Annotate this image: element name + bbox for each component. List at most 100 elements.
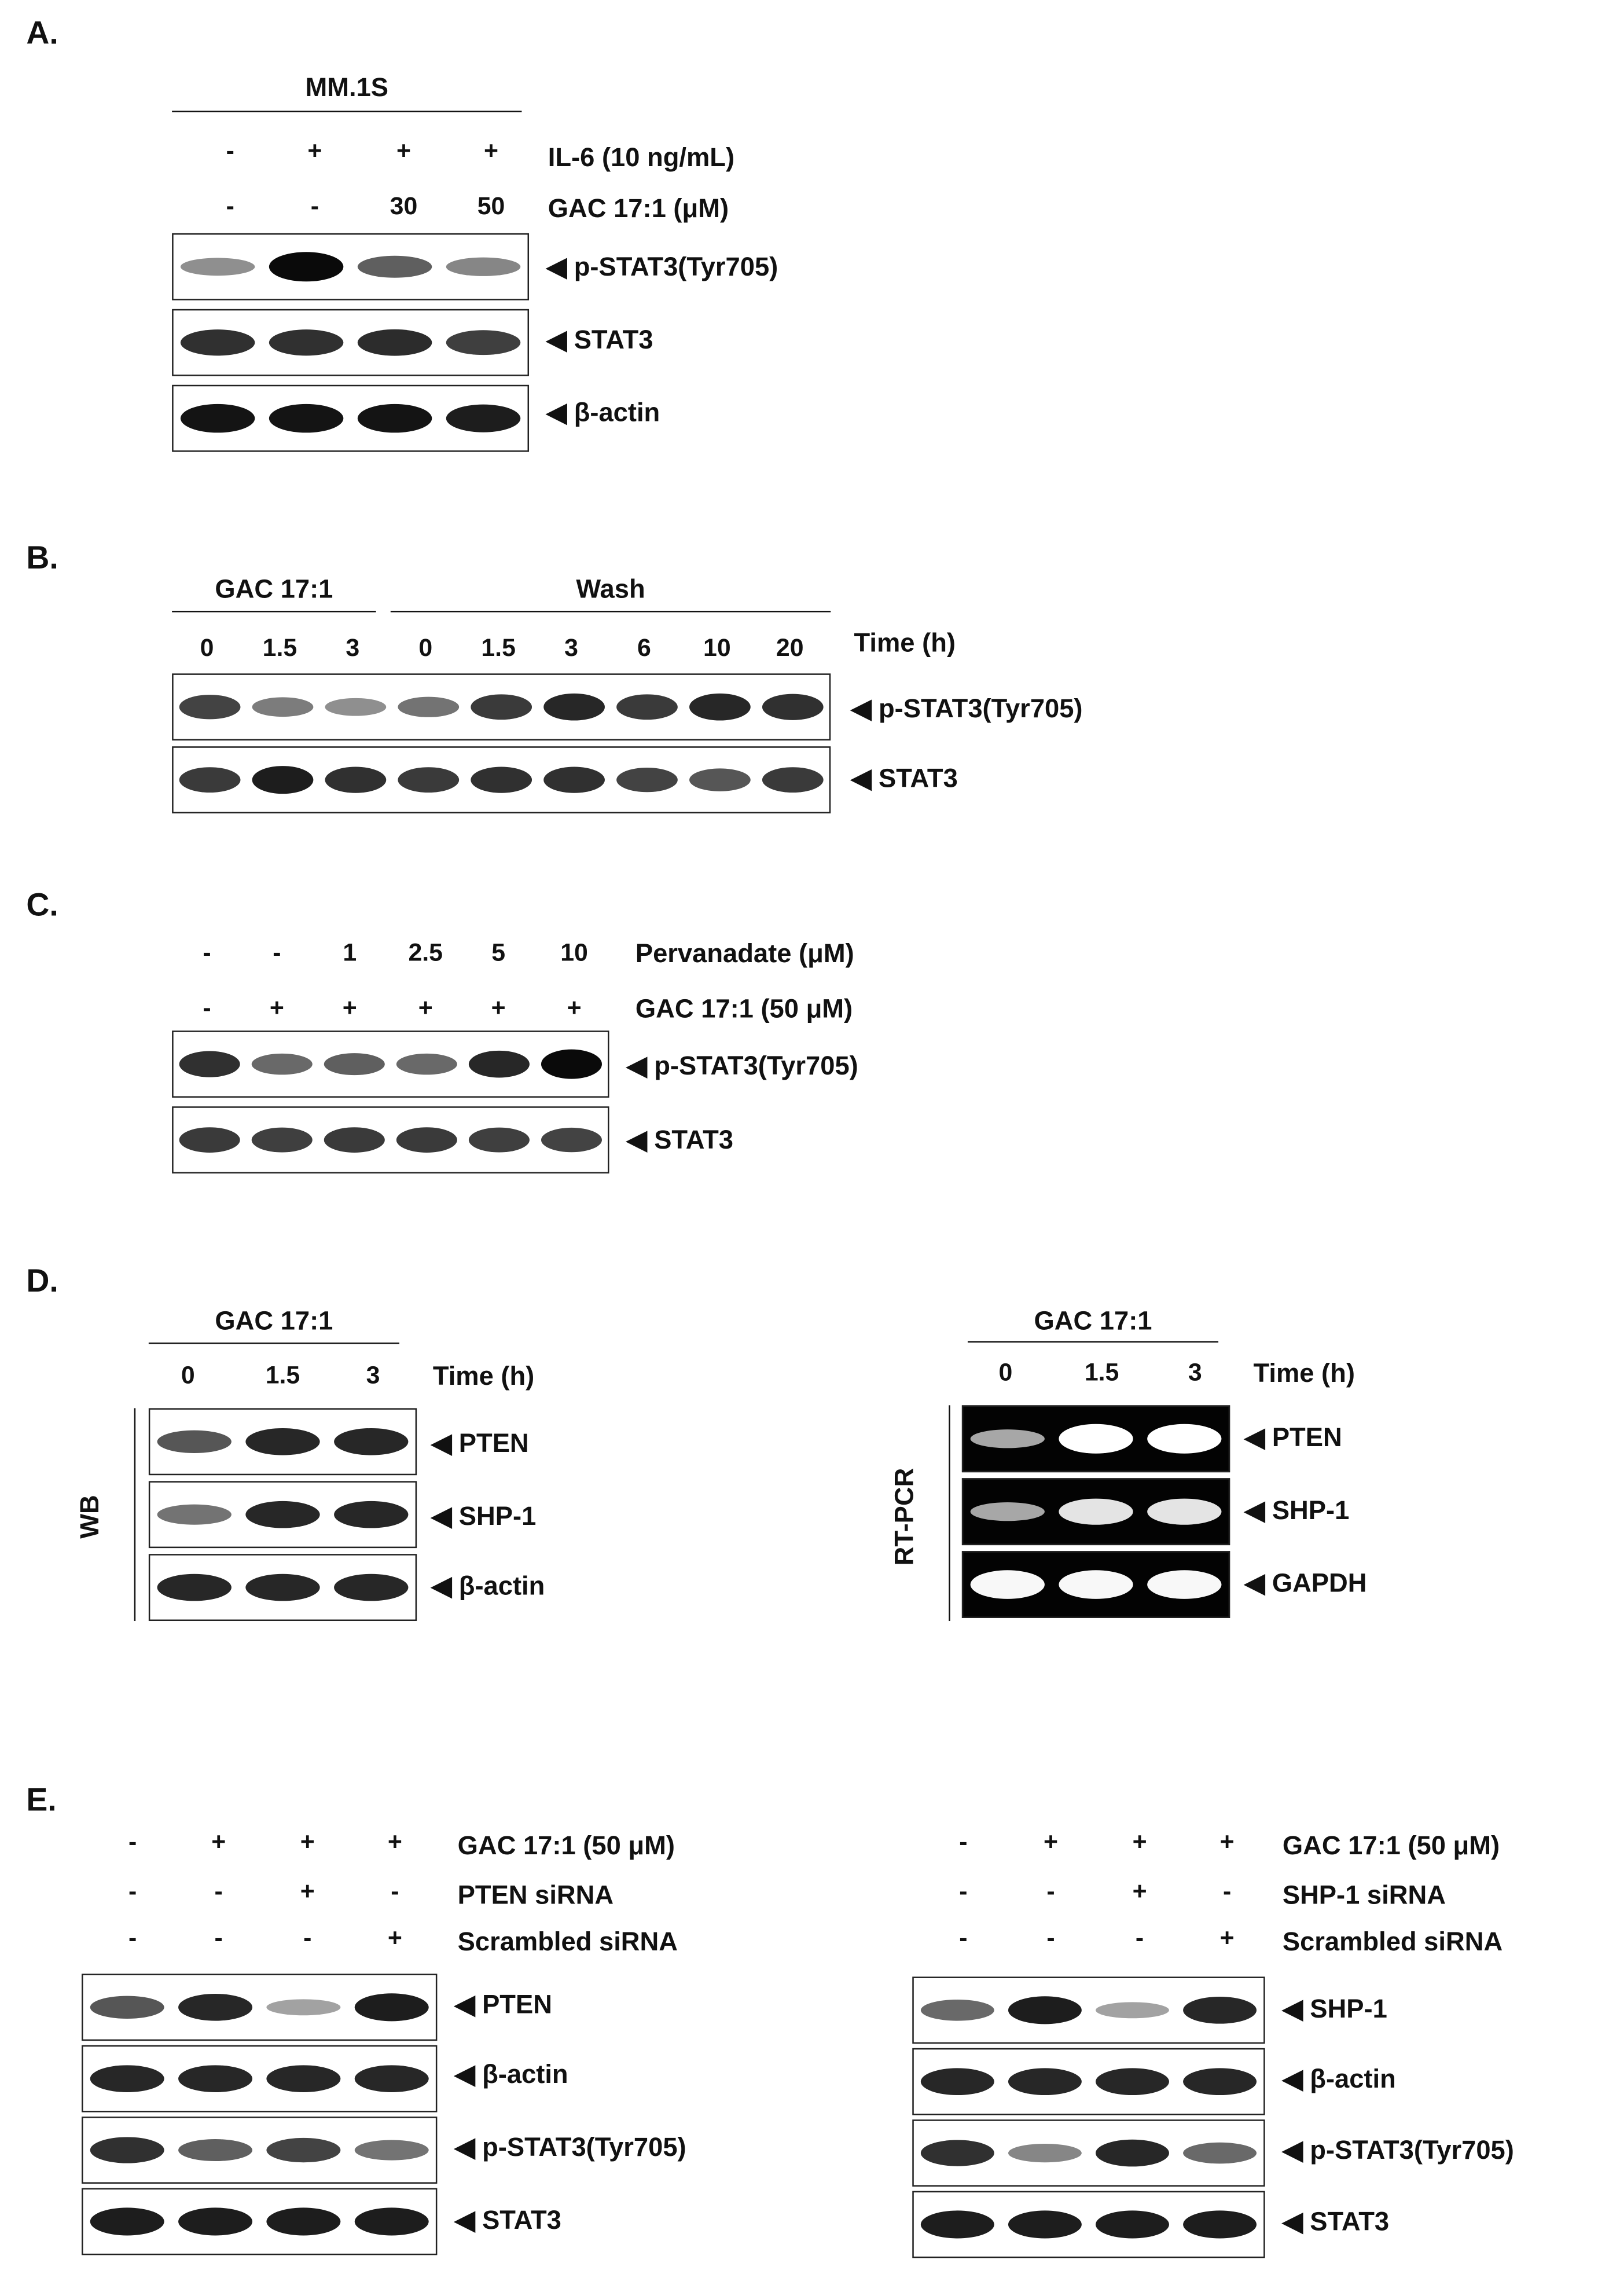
blot-band <box>252 697 314 717</box>
lane-label: 3 <box>564 634 578 662</box>
blot-band <box>920 2068 994 2096</box>
blot-band <box>1183 2210 1257 2239</box>
lane-label: + <box>211 1828 226 1856</box>
panel-e-right-treat-label-sirna: SHP-1 siRNA <box>1282 1880 1446 1910</box>
lane-label: - <box>959 1828 968 1856</box>
panel-e-left-row-label-pten: ◀ PTEN <box>454 1990 552 2019</box>
blot-band <box>157 1504 232 1525</box>
blot-band <box>543 693 605 721</box>
panel-a-blot-actin <box>172 384 530 452</box>
blot-band <box>178 2139 253 2162</box>
panel-d-wb-group-rule <box>148 1343 399 1345</box>
panel-a-cell-line-rule <box>172 111 522 113</box>
blot-band <box>762 767 824 793</box>
lane-label: + <box>1219 1828 1235 1856</box>
lane-label: - <box>214 1877 223 1906</box>
panel-e-left-treat-label-sirna: PTEN siRNA <box>457 1880 614 1910</box>
blot-band <box>179 767 241 793</box>
lane-label: + <box>1043 1828 1058 1856</box>
panel-d-pcr-row-label-gapdh: ◀ GAPDH <box>1244 1568 1367 1598</box>
lane-label: - <box>226 137 234 165</box>
panel-b-row-label-pstat3: ◀ p-STAT3(Tyr705) <box>851 694 1083 723</box>
panel-e-right-blot-pstat3 <box>912 2119 1265 2187</box>
lane-label: + <box>387 1828 402 1856</box>
blot-band <box>357 255 432 278</box>
blot-band <box>689 693 751 721</box>
panel-a-il6-label: IL-6 (10 ng/mL) <box>548 142 735 173</box>
panel-b-row-label-stat3: ◀ STAT3 <box>851 764 958 793</box>
blot-band <box>541 1049 603 1079</box>
panel-d-wb-side-label: WB <box>75 1495 105 1539</box>
panel-d-wb-row-label-actin: ◀ β-actin <box>431 1571 545 1601</box>
lane-label: 5 <box>491 938 506 967</box>
blot-band <box>179 695 241 720</box>
panel-a-cell-line: MM.1S <box>305 72 389 102</box>
blot-band <box>468 1127 530 1153</box>
lane-label: + <box>1132 1828 1147 1856</box>
blot-band <box>324 1053 385 1076</box>
blot-band <box>1096 2139 1169 2167</box>
lane-label: - <box>391 1877 399 1906</box>
blot-band <box>245 1428 320 1455</box>
lane-label: - <box>273 938 281 967</box>
lane-label: 2.5 <box>408 938 443 967</box>
panel-d-pcr-gel-shp1 <box>961 1478 1230 1546</box>
blot-band <box>471 694 532 720</box>
lane-label: 1.5 <box>262 634 297 662</box>
blot-band <box>446 330 521 355</box>
lane-label: + <box>300 1877 315 1906</box>
lane-label: - <box>303 1924 312 1952</box>
panel-e-right-treat-label-gac: GAC 17:1 (50 μM) <box>1282 1831 1500 1860</box>
lane-label: + <box>1132 1877 1147 1906</box>
panel-c-pervanadate-label: Pervanadate (μM) <box>635 938 854 968</box>
lane-label: 6 <box>637 634 651 662</box>
blot-band <box>1008 2068 1082 2096</box>
panel-d-pcr-time-label: Time (h) <box>1253 1358 1355 1388</box>
blot-band <box>446 257 521 276</box>
gel-band <box>970 1570 1045 1599</box>
panel-e-right-blot-shp1 <box>912 1976 1265 2044</box>
lane-label: + <box>342 994 357 1022</box>
lane-label: 30 <box>390 192 418 221</box>
lane-label: + <box>396 137 411 165</box>
panel-a-gac-label: GAC 17:1 (μM) <box>548 193 729 223</box>
lane-label: - <box>310 192 319 221</box>
lane-label: 20 <box>776 634 804 662</box>
lane-label: - <box>1046 1924 1055 1952</box>
panel-a-blot-pstat3 <box>172 233 530 300</box>
blot-band <box>324 1127 385 1153</box>
blot-band <box>471 766 532 793</box>
panel-e-left-blot-pstat3 <box>82 2117 438 2184</box>
blot-band <box>325 766 387 793</box>
blot-band <box>252 766 314 794</box>
panel-b-time-label: Time (h) <box>854 628 956 658</box>
lane-label: - <box>214 1924 223 1952</box>
panel-e-left-treat-label-gac: GAC 17:1 (50 μM) <box>457 1831 675 1860</box>
lane-label: + <box>307 137 322 165</box>
lane-label: - <box>959 1877 968 1906</box>
gel-band <box>970 1429 1045 1448</box>
panel-d-pcr-group: GAC 17:1 <box>1034 1306 1152 1336</box>
panel-b-group-gac-rule <box>172 611 376 613</box>
panel-b-blot-stat3 <box>172 746 831 814</box>
lane-label: 1.5 <box>1084 1358 1119 1387</box>
blot-band <box>1096 2002 1169 2019</box>
panel-d-letter: D. <box>26 1262 58 1299</box>
lane-label: - <box>203 938 211 967</box>
lane-label: - <box>1046 1877 1055 1906</box>
lane-label: - <box>128 1828 137 1856</box>
panel-b-group-gac: GAC 17:1 <box>215 574 333 604</box>
blot-band <box>178 1993 253 2021</box>
panel-e-letter: E. <box>26 1781 57 1818</box>
blot-band <box>266 1999 341 2016</box>
blot-band <box>269 329 344 356</box>
panel-c-letter: C. <box>26 886 58 923</box>
blot-band <box>90 2065 164 2092</box>
lane-label: + <box>300 1828 315 1856</box>
blot-band <box>1096 2210 1169 2239</box>
lane-label: - <box>226 192 234 221</box>
blot-band <box>357 329 432 356</box>
panel-a-row-label-actin: ◀ β-actin <box>546 398 660 427</box>
lane-label: 1.5 <box>265 1361 300 1389</box>
